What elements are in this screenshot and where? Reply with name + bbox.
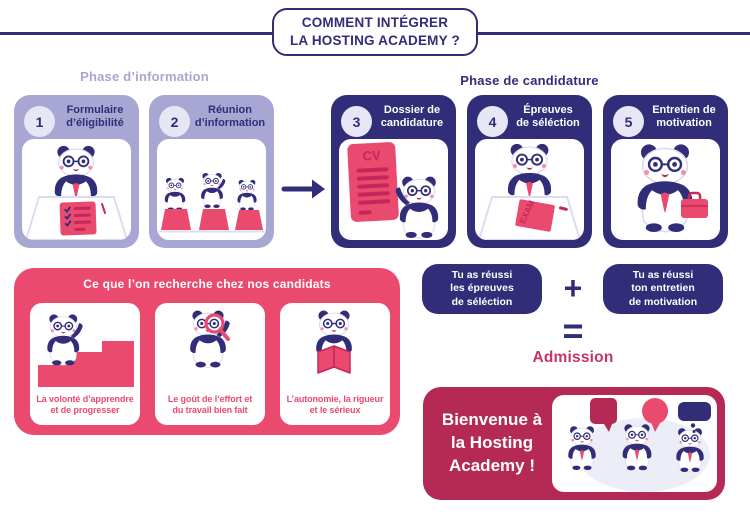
step-4-header: 4 Épreuves de séléction: [467, 95, 592, 139]
cv-label: CV: [362, 148, 381, 164]
step-2-illustration-panel: [157, 139, 266, 240]
page-title: COMMENT INTÉGRER LA HOSTING ACADEMY ?: [272, 8, 478, 56]
step-3-number: 3: [352, 113, 361, 130]
step-card-3: 3 Dossier de candidature CV: [331, 95, 456, 248]
step-2-title: Réunion d’information: [194, 104, 266, 130]
step-3-title: Dossier de candidature: [380, 104, 444, 130]
admission-label: Admission: [532, 349, 614, 366]
step-3-header: 3 Dossier de candidature: [331, 95, 456, 139]
plus-sign: +: [563, 270, 583, 306]
step-5-illustration-panel: [611, 139, 720, 240]
criteria-title: Ce que l’on recherche chez nos candidats: [83, 277, 331, 291]
page-title-line2: LA HOSTING ACADEMY ?: [289, 33, 460, 48]
criteria-card-2: Le goût de l’effort et du travail bien f…: [155, 303, 265, 425]
criteria-caption-2: Le goût de l’effort et du travail bien f…: [167, 393, 253, 415]
panda-stairs-icon: [34, 307, 136, 387]
panda-briefcase-icon: [636, 143, 708, 234]
panda-form-desk-icon: [24, 144, 129, 240]
page-title-line1: COMMENT INTÉGRER: [301, 14, 449, 30]
step-4-number-badge: 4: [477, 106, 508, 137]
criteria-card-1: La volonté d’apprendre et de progresser: [30, 303, 140, 425]
success-selection-box: Tu as réussi les épreuves de séléction: [422, 264, 542, 314]
step-2-header: 2 Réunion d’information: [149, 95, 274, 139]
speech-bubble-square: [590, 398, 617, 424]
step-4-title: Épreuves de séléction: [516, 104, 580, 130]
phase-transition-arrow-icon: [281, 176, 327, 202]
welcome-text: Bienvenue à la Hosting Academy !: [441, 410, 543, 475]
step-1-illustration-panel: [22, 139, 131, 240]
panda-magnifier-icon: [159, 307, 261, 387]
speech-bubble-circle: [642, 398, 668, 424]
step-4-illustration-panel: EXAM: [475, 139, 584, 240]
step-card-5: 5 Entretien de motivation: [603, 95, 728, 248]
step-2-number-badge: 2: [159, 106, 190, 137]
step-2-number: 2: [170, 113, 179, 130]
step-3-number-badge: 3: [341, 106, 372, 137]
step-1-number: 1: [35, 113, 44, 130]
criteria-caption-1: La volonté d’apprendre et de progresser: [36, 393, 134, 415]
phase-candidature-label: Phase de candidature: [460, 73, 599, 88]
step-card-2: 2 Réunion d’information: [149, 95, 274, 248]
step-5-number: 5: [624, 113, 633, 130]
step-5-header: 5 Entretien de motivation: [603, 95, 728, 139]
step-1-header: 1 Formulaire d’éligibilité: [14, 95, 139, 139]
welcome-box: Bienvenue à la Hosting Academy !: [423, 387, 725, 500]
panda-book-icon: [284, 307, 386, 387]
step-3-illustration-panel: CV: [339, 139, 448, 240]
success-interview-box: Tu as réussi ton entretien de motivation: [603, 264, 723, 314]
panda-exam-desk-icon: EXAM: [477, 142, 582, 240]
step-1-number-badge: 1: [24, 106, 55, 137]
panda-classroom-icon: [159, 172, 264, 233]
welcome-illustration-panel: [552, 395, 717, 492]
pandas-celebration-icon: [567, 398, 711, 492]
step-4-number: 4: [488, 113, 497, 130]
step-1-title: Formulaire d’éligibilité: [66, 104, 124, 130]
step-5-title: Entretien de motivation: [652, 104, 716, 130]
phase-information-label: Phase d’information: [80, 69, 209, 84]
step-card-4: 4 Épreuves de séléction EXAM: [467, 95, 592, 248]
panda-cv-icon: CV: [347, 142, 440, 239]
step-card-1: 1 Formulaire d’éligibilité: [14, 95, 139, 248]
equals-sign: =: [562, 310, 584, 351]
speech-bubble-rect: [678, 402, 711, 421]
criteria-box: Ce que l’on recherche chez nos candidats…: [14, 268, 400, 435]
criteria-caption-3: L’autonomie, la rigueur et le sérieux: [286, 393, 384, 415]
step-5-number-badge: 5: [613, 106, 644, 137]
criteria-card-3: L’autonomie, la rigueur et le sérieux: [280, 303, 390, 425]
